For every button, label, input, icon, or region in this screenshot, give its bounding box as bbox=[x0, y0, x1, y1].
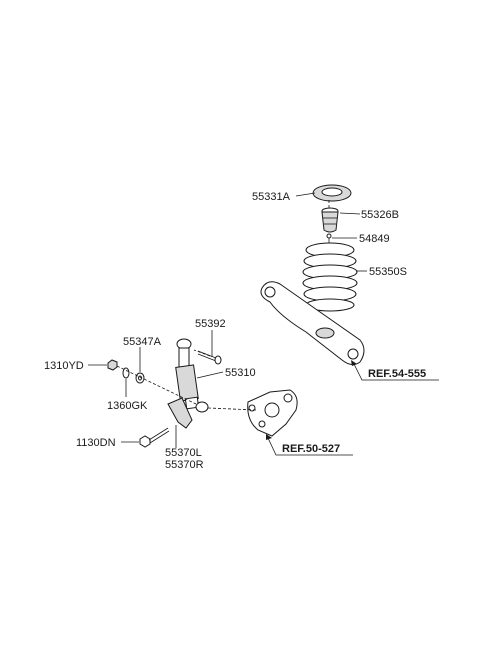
lower-control-arm bbox=[260, 281, 365, 366]
label-55347A: 55347A bbox=[123, 336, 162, 348]
washer-55347A bbox=[135, 372, 145, 384]
bolt-1130DN bbox=[139, 427, 170, 448]
washer-1360GK bbox=[122, 367, 130, 379]
label-55370L: 55370L bbox=[165, 447, 202, 459]
spring-upper-seat bbox=[312, 184, 352, 202]
ref-knuckle-leader bbox=[266, 434, 353, 456]
bolt-55392 bbox=[197, 350, 222, 365]
label-54849: 54849 bbox=[359, 233, 390, 245]
retainer-pin bbox=[326, 233, 332, 244]
rear-knuckle bbox=[247, 389, 298, 437]
label-55331A: 55331A bbox=[252, 191, 291, 203]
label-55310: 55310 bbox=[225, 367, 256, 379]
label-1130DN: 1130DN bbox=[76, 437, 116, 449]
label-1310YD: 1310YD bbox=[44, 360, 84, 372]
nut-1310YD bbox=[107, 359, 118, 371]
label-55370R: 55370R bbox=[165, 459, 204, 471]
label-1360GK: 1360GK bbox=[107, 400, 148, 412]
coil-spring bbox=[302, 242, 358, 312]
bumper-stopper bbox=[321, 207, 339, 233]
label-55392: 55392 bbox=[195, 318, 226, 330]
ref-arm-leader bbox=[351, 360, 439, 381]
shock-absorber bbox=[175, 338, 209, 413]
bracket-55370 bbox=[167, 397, 193, 429]
ref-label-knuckle[interactable]: REF.50-527 bbox=[282, 443, 340, 455]
label-55350S: 55350S bbox=[369, 266, 407, 278]
label-55326B: 55326B bbox=[361, 209, 399, 221]
ref-label-arm[interactable]: REF.54-555 bbox=[368, 368, 426, 380]
